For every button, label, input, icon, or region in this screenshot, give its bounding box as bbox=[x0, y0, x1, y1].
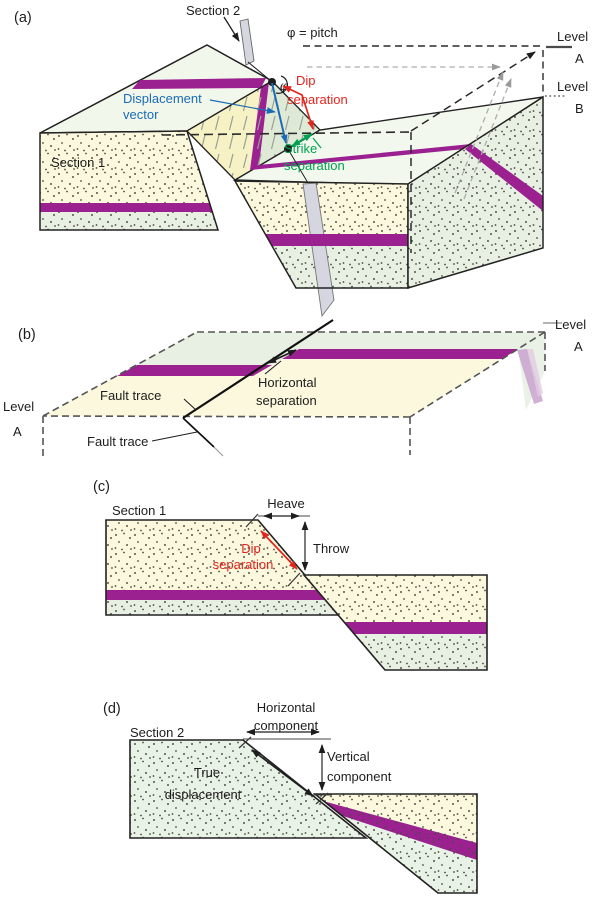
throw-label: Throw bbox=[313, 541, 350, 556]
vertical-component-label-1: Vertical bbox=[327, 749, 370, 764]
level-a-left-label-2: A bbox=[13, 424, 22, 439]
section2-right-block-outline bbox=[312, 793, 478, 894]
dip-separation-label-c2: separation bbox=[213, 557, 274, 572]
hangingwall-side-outline bbox=[407, 95, 544, 290]
panel-b: (b) Fault trace Fault trace Horizontal s… bbox=[3, 317, 586, 457]
marker-bed-hangingwall-top bbox=[250, 144, 471, 170]
displacement-vector-label-2: vector bbox=[123, 107, 159, 122]
vertical-component-label-2: component bbox=[327, 769, 392, 784]
hangingwall-section-outline bbox=[302, 574, 488, 671]
section2-right-block-stipple bbox=[315, 794, 477, 893]
marker-bed-hangingwall-front bbox=[265, 234, 408, 246]
panel-d: (d) Section 2 Horizontal component Verti… bbox=[103, 700, 478, 894]
level-a-label-1: Level bbox=[557, 29, 588, 44]
dip-separation-arrow bbox=[282, 85, 314, 130]
panel-a-tag: (a) bbox=[14, 10, 32, 26]
level-b-label-1: Level bbox=[557, 79, 588, 94]
fault-trace-upper-leader bbox=[183, 398, 197, 411]
true-displacement-label-2: displacement bbox=[165, 787, 242, 802]
marker-bed-footwall-top bbox=[132, 78, 266, 89]
hangingwall-side-stipple bbox=[408, 97, 543, 288]
level-a-right-label-1: Level bbox=[555, 317, 586, 332]
map-dashed-edges bbox=[42, 331, 546, 457]
marker-bed-map-left bbox=[117, 365, 272, 376]
footwall-front-outline bbox=[39, 130, 220, 231]
piercing-point-lower bbox=[284, 145, 292, 153]
marker-bed-footwall-front bbox=[40, 203, 213, 212]
strike-separation-arrow bbox=[291, 133, 313, 147]
fault-trace-lower-leader bbox=[151, 431, 198, 442]
pitch-label: φ = pitch bbox=[287, 25, 338, 40]
horizontal-separation-arrow bbox=[267, 349, 297, 364]
panel-d-tag: (d) bbox=[103, 701, 121, 717]
level-a-label-2: A bbox=[575, 51, 584, 66]
level-a-left-label-1: Level bbox=[3, 399, 34, 414]
strike-separation-leader bbox=[312, 137, 322, 149]
dip-separation-arrow-section bbox=[260, 530, 298, 570]
horizontal-separation-label-2: separation bbox=[256, 393, 317, 408]
green-bed-hangingwall-stipple bbox=[272, 246, 408, 288]
map-green-right bbox=[299, 332, 545, 349]
dip-separation-label-c1: Dip bbox=[241, 541, 261, 556]
section2-left-block-stipple bbox=[130, 740, 366, 838]
fault-line-map-lower bbox=[182, 417, 215, 448]
horizontal-component-label-2: component bbox=[254, 718, 319, 733]
fault-line-map bbox=[182, 319, 334, 419]
strike-separation-label-2: separation bbox=[284, 158, 345, 173]
section-2-plane-lower bbox=[302, 182, 335, 318]
horizontal-separation-label-1: Horizontal bbox=[258, 375, 317, 390]
fault-tick-lower bbox=[287, 572, 301, 587]
faded-marker-bed-streak-light bbox=[527, 349, 543, 397]
level-b-label-2: B bbox=[575, 101, 584, 116]
marker-bed-map-right bbox=[282, 349, 518, 359]
piercing-point-upper bbox=[268, 78, 276, 86]
section-2-label: Section 2 bbox=[186, 3, 240, 18]
section-1-label: Section 1 bbox=[51, 155, 105, 170]
fault-trace-lower-label: Fault trace bbox=[87, 434, 148, 449]
section2-left-block-outline bbox=[129, 739, 369, 839]
displacement-vector-label-1: Displacement bbox=[123, 91, 202, 106]
green-bed-footwall-stipple bbox=[40, 212, 218, 230]
projection-arrow-gray-1 bbox=[454, 71, 504, 194]
marker-bed-hangingwall-side bbox=[465, 144, 543, 211]
true-displacement-arrow bbox=[251, 749, 314, 797]
fault-tick-upper bbox=[245, 513, 259, 528]
panel-a: φ (a) Section 2 φ = pitch Displacement v… bbox=[14, 3, 588, 318]
marker-bed-hangingwall-section bbox=[345, 622, 487, 634]
section-2-trace-upper bbox=[247, 61, 272, 82]
displacement-vector-leader bbox=[209, 99, 276, 114]
projection-arrow-black bbox=[410, 51, 536, 132]
fault-line-map-taper bbox=[213, 446, 224, 457]
green-bed-hangingwall-section-stipple bbox=[355, 634, 487, 670]
horizontal-separation-leader bbox=[264, 360, 282, 375]
fault-trace-upper-label: Fault trace bbox=[100, 388, 161, 403]
section-2-leader-arrow bbox=[223, 16, 240, 42]
panel-b-tag: (b) bbox=[18, 327, 36, 343]
panel-c-tag: (c) bbox=[93, 479, 110, 495]
heave-label: Heave bbox=[267, 496, 305, 511]
section-2-plane-upper bbox=[239, 18, 255, 66]
strike-separation-label-1: Strike bbox=[284, 141, 317, 156]
level-a-right-label-2: A bbox=[574, 339, 583, 354]
section-2-trace-top-face bbox=[287, 148, 309, 184]
dip-separation-label-1: Dip bbox=[296, 73, 316, 88]
horizontal-component-label-1: Horizontal bbox=[257, 700, 316, 715]
marker-bed-footwall-section bbox=[106, 590, 326, 600]
section-1-label-c: Section 1 bbox=[112, 503, 166, 518]
displacement-vector-arrow bbox=[271, 82, 288, 144]
true-displacement-label-1: True bbox=[194, 765, 220, 780]
projection-arrow-gray-2 bbox=[463, 78, 512, 200]
dip-separation-label-2: separation bbox=[287, 92, 348, 107]
green-bed-footwall-section-stipple bbox=[106, 600, 339, 615]
panel-c: (c) Section 1 Heave Throw Dip separation bbox=[93, 479, 488, 671]
section-2-label-d: Section 2 bbox=[130, 725, 184, 740]
